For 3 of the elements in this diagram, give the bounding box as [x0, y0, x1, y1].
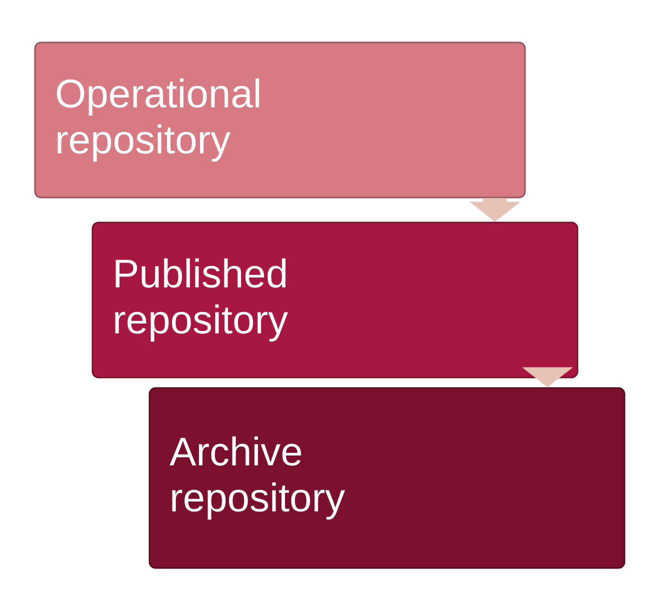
process-box: Published repository — [92, 222, 578, 378]
process-box: Archive repository — [148, 387, 626, 569]
process-box: Operational repository — [34, 42, 526, 198]
